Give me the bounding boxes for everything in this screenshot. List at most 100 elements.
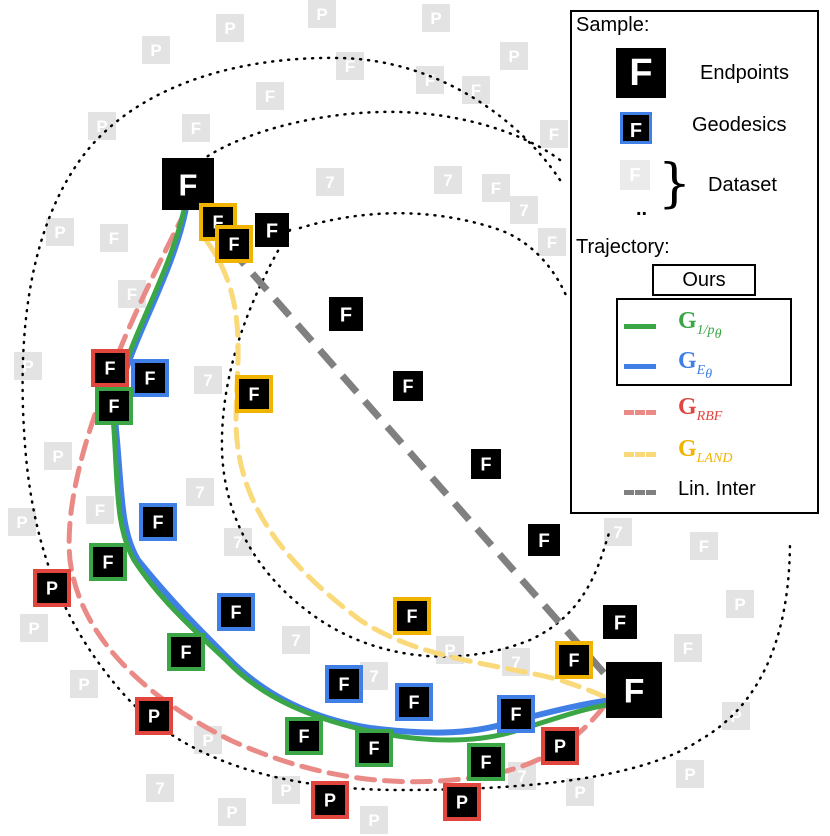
svg-text:7: 7: [613, 523, 622, 542]
svg-text:F: F: [109, 229, 119, 248]
dataset-tile: 7: [360, 662, 388, 690]
svg-text:7: 7: [517, 767, 526, 786]
svg-text:7: 7: [233, 533, 242, 552]
dataset-tile: P: [46, 218, 74, 246]
svg-text:P: P: [22, 357, 33, 376]
svg-text:F: F: [231, 603, 242, 623]
legend-endpoints-label: Endpoints: [700, 62, 789, 84]
rbf-tile: P: [443, 783, 481, 821]
svg-text:P: P: [52, 447, 63, 466]
endpoint-end-tile: F: [606, 662, 662, 718]
dataset-tile: P: [500, 42, 528, 70]
svg-text:F: F: [471, 81, 481, 100]
svg-text:F: F: [403, 377, 414, 397]
svg-text:F: F: [369, 739, 380, 759]
density-contour: [298, 212, 570, 302]
svg-text:P: P: [324, 791, 336, 811]
dataset-tile: P: [308, 0, 336, 28]
land-tile: F: [555, 641, 593, 679]
svg-text:F: F: [213, 213, 224, 233]
dataset-tile: F: [538, 228, 566, 256]
geodesic-sample-icon: F: [620, 112, 652, 144]
blue-geodesic-tile: F: [497, 695, 535, 733]
dataset-tile: F: [540, 120, 568, 148]
dataset-tile: F: [416, 66, 444, 94]
legend-ours-label: Ours: [652, 264, 756, 296]
legend-trajectory-title: Trajectory:: [576, 236, 670, 258]
svg-text:P: P: [224, 19, 235, 38]
legend-geodesics-label: Geodesics: [692, 114, 787, 136]
svg-text:F: F: [179, 167, 198, 202]
dataset-tile: 7: [316, 168, 344, 196]
svg-text:P: P: [316, 5, 327, 24]
dataset-tile: F: [482, 174, 510, 202]
svg-text:P: P: [148, 707, 160, 727]
gray-dash-swatch: [624, 490, 656, 495]
dataset-tile: F: [256, 82, 284, 110]
svg-text:P: P: [574, 783, 585, 802]
density-contour: [188, 110, 562, 172]
lin-interp-tile: F: [471, 449, 501, 479]
legend-dataset-label: Dataset: [708, 174, 777, 196]
svg-text:F: F: [339, 675, 350, 695]
svg-text:F: F: [407, 607, 418, 627]
svg-text:P: P: [430, 9, 441, 28]
svg-text:P: P: [280, 781, 291, 800]
svg-text:P: P: [226, 803, 237, 822]
dataset-tile: F: [674, 634, 702, 662]
svg-text:7: 7: [325, 173, 334, 192]
svg-text:F: F: [699, 537, 709, 556]
svg-text:F: F: [491, 179, 501, 198]
svg-text:P: P: [554, 737, 566, 757]
svg-text:F: F: [345, 57, 355, 76]
rbf-tile: P: [135, 697, 173, 735]
svg-text:F: F: [181, 643, 192, 663]
linear-interp-line: [227, 245, 613, 683]
land-tile: F: [215, 225, 253, 263]
green-geodesic-tile: F: [167, 633, 205, 671]
green-geodesic-tile: F: [285, 717, 323, 755]
svg-text:F: F: [299, 727, 310, 747]
svg-text:F: F: [127, 285, 137, 304]
legend-ours-group: [616, 298, 792, 386]
svg-text:7: 7: [369, 667, 378, 686]
svg-text:P: P: [150, 41, 161, 60]
svg-text:F: F: [481, 753, 492, 773]
dataset-tile: P: [726, 590, 754, 618]
land-tile: F: [235, 375, 273, 413]
legend-lin-inter: Lin. Inter: [678, 478, 756, 500]
dataset-tile: P: [20, 614, 48, 642]
svg-text:P: P: [54, 223, 65, 242]
lin-interp-tile: F: [603, 605, 637, 639]
rbf-tile: P: [33, 569, 71, 607]
svg-text:F: F: [409, 693, 420, 713]
green-geodesic-tile: F: [95, 387, 133, 425]
dataset-tile: 7: [282, 626, 310, 654]
dataset-tile: 7: [186, 478, 214, 506]
svg-text:F: F: [191, 119, 201, 138]
legend: Sample: F Endpoints F Geodesics F .. } D…: [570, 10, 819, 514]
dataset-tile: P: [216, 14, 244, 42]
svg-text:P: P: [368, 811, 379, 830]
svg-text:F: F: [109, 397, 120, 417]
lin-interp-tile: F: [329, 297, 363, 331]
svg-text:P: P: [444, 641, 455, 660]
dataset-tile: 7: [510, 196, 538, 224]
svg-text:P: P: [202, 731, 213, 750]
svg-text:F: F: [547, 233, 557, 252]
legend-gland: GLAND: [678, 436, 733, 466]
dataset-tile: P: [272, 776, 300, 804]
blue-geodesic-tile: F: [395, 683, 433, 721]
green-line-swatch: [624, 324, 656, 329]
red-dash-swatch: [624, 410, 656, 415]
dataset-tile: P: [422, 4, 450, 32]
dataset-tile: F: [462, 76, 490, 104]
svg-text:F: F: [425, 71, 435, 90]
svg-text:7: 7: [443, 171, 452, 190]
legend-ge: GEθ: [678, 348, 713, 382]
svg-text:F: F: [265, 87, 275, 106]
yellow-dash-swatch: [624, 452, 656, 457]
density-contours: [21, 56, 792, 792]
